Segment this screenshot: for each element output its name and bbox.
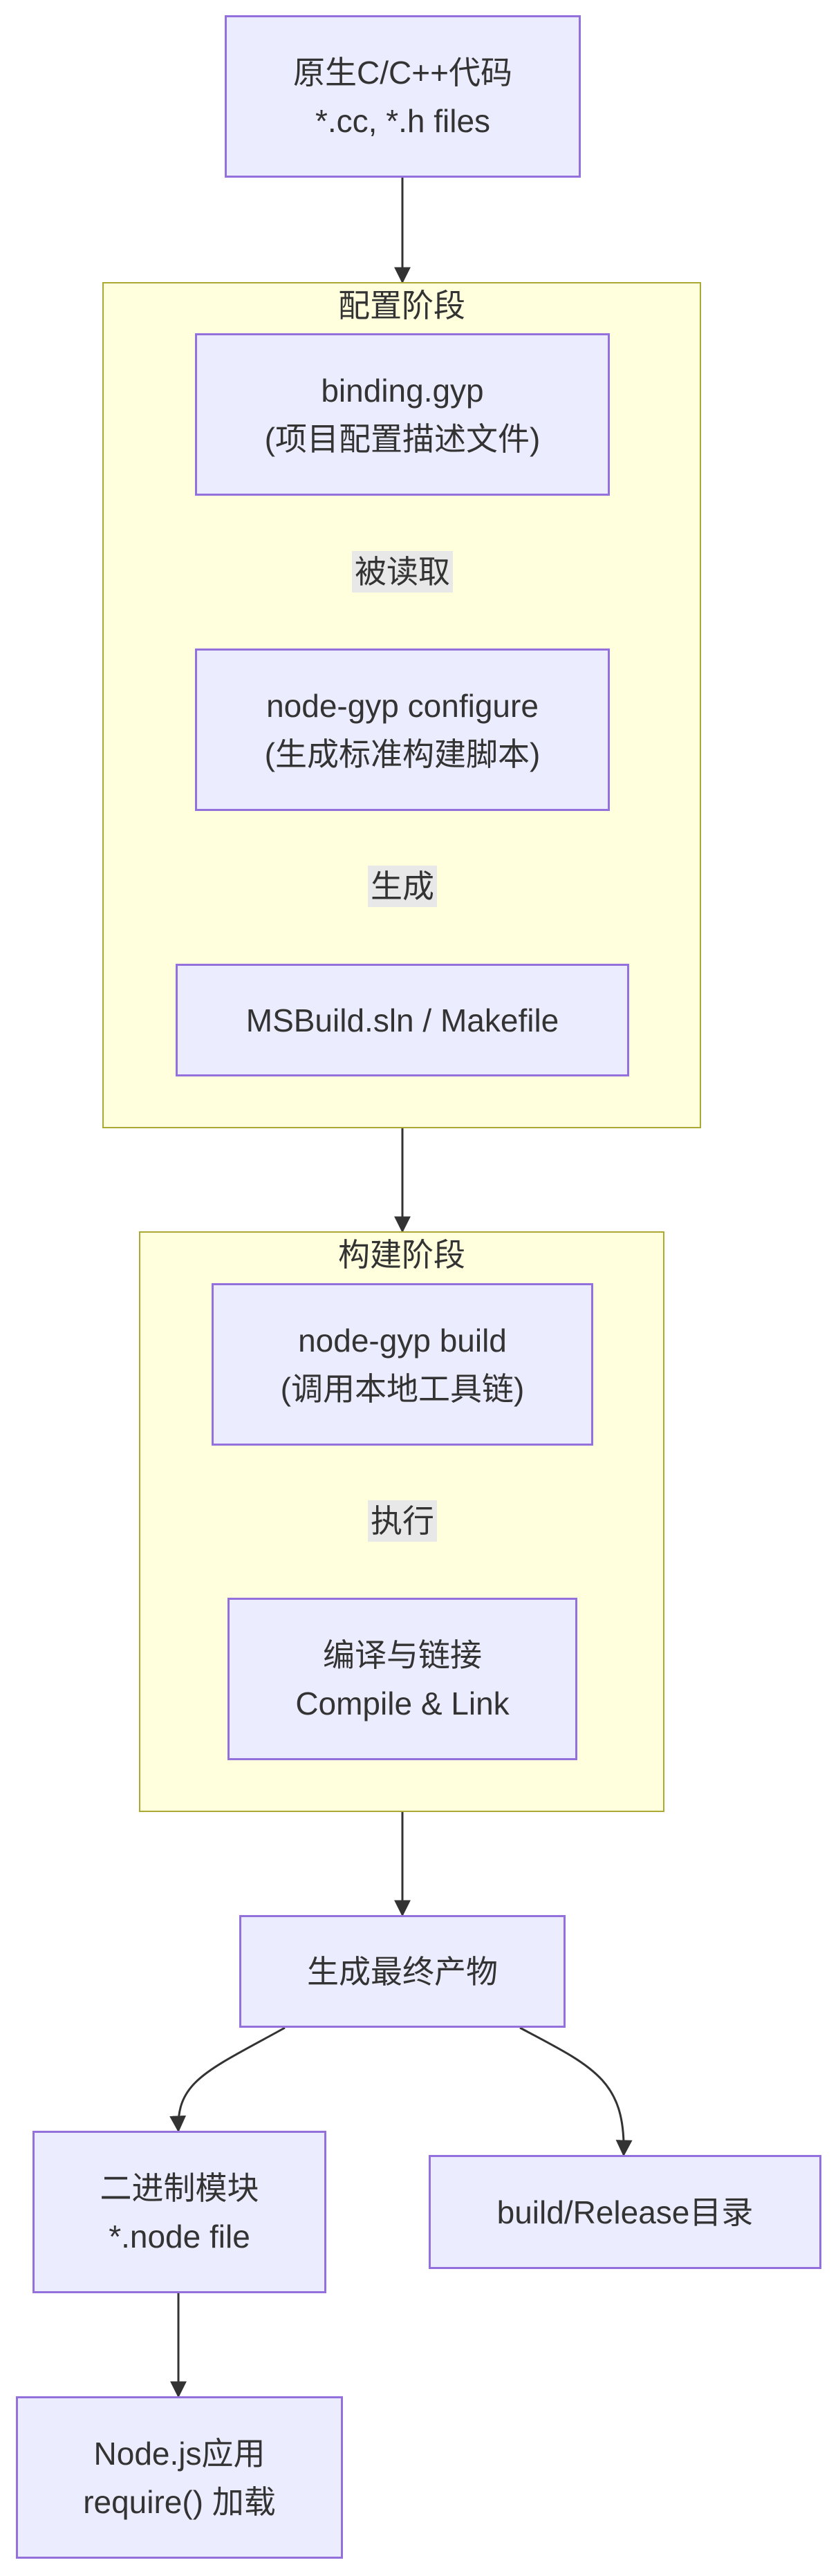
edge-label-generate: 生成 (368, 866, 437, 907)
node-binary-module-line2: *.node file (109, 2218, 250, 2255)
node-binding-gyp-line2: (项目配置描述文件) (264, 420, 541, 457)
node-source-code: 原生C/C++代码 *.cc, *.h files (225, 15, 581, 178)
node-nodejs-app-line1: Node.js应用 (93, 2435, 266, 2472)
node-release-directory: build/Release目录 (429, 2155, 821, 2269)
node-binary-module: 二进制模块 *.node file (32, 2131, 326, 2293)
node-release-directory-line1: build/Release目录 (496, 2194, 754, 2230)
edge-label-read: 被读取 (352, 551, 453, 592)
node-gyp-configure-line2: (生成标准构建脚本) (264, 736, 541, 772)
node-source-code-line1: 原生C/C++代码 (293, 54, 512, 91)
node-compile-link: 编译与链接 Compile & Link (227, 1598, 577, 1760)
node-gyp-build-line1: node-gyp build (298, 1322, 507, 1359)
cluster-build-title: 构建阶段 (338, 1237, 465, 1273)
edge-output-to-release (519, 2026, 633, 2157)
node-gyp-build-line2: (调用本地工具链) (280, 1370, 525, 1407)
node-binding-gyp: binding.gyp (项目配置描述文件) (195, 333, 610, 496)
node-gyp-configure-line1: node-gyp configure (266, 687, 539, 724)
node-nodejs-app: Node.js应用 require() 加载 (16, 2396, 343, 2559)
node-nodejs-app-line2: require() 加载 (83, 2483, 276, 2520)
node-final-output: 生成最终产物 (239, 1915, 566, 2028)
node-final-output-line1: 生成最终产物 (307, 1953, 498, 1990)
edge-label-execute: 执行 (368, 1500, 437, 1542)
cluster-config-title: 配置阶段 (338, 288, 465, 324)
node-source-code-line2: *.cc, *.h files (315, 102, 491, 139)
node-compile-link-line2: Compile & Link (295, 1685, 510, 1721)
edge-output-to-binary (169, 2026, 286, 2133)
node-gyp-configure: node-gyp configure (生成标准构建脚本) (195, 648, 610, 811)
node-msbuild-makefile: MSBuild.sln / Makefile (176, 964, 629, 1076)
node-compile-link-line1: 编译与链接 (323, 1636, 482, 1673)
node-binding-gyp-line1: binding.gyp (321, 372, 484, 409)
node-msbuild-makefile-line1: MSBuild.sln / Makefile (245, 1002, 559, 1038)
node-gyp-build: node-gyp build (调用本地工具链) (212, 1283, 593, 1446)
node-binary-module-line1: 二进制模块 (100, 2169, 259, 2206)
